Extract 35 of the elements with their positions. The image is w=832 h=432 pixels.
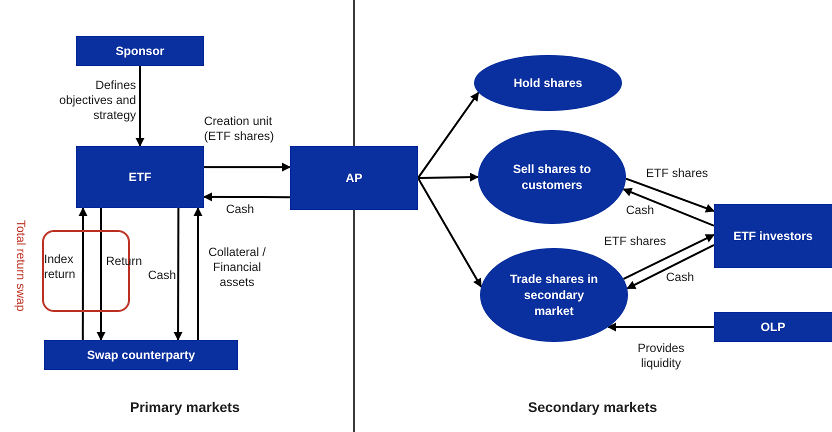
ellipse-node: Trade shares in secondary market xyxy=(480,248,628,342)
process-box: OLP xyxy=(714,312,832,342)
ellipse-node: Sell shares to customers xyxy=(478,130,626,224)
arrow xyxy=(622,188,714,227)
vertical-label: Total return swap xyxy=(14,220,28,312)
arrow xyxy=(626,178,715,212)
process-box: Sponsor xyxy=(76,36,204,66)
arrow xyxy=(78,207,88,340)
edge-label: Collateral / Financial assets xyxy=(207,245,267,290)
process-box: Swap counterparty xyxy=(44,340,238,370)
edge-label: Cash xyxy=(666,270,696,285)
arrow xyxy=(417,92,480,179)
edge-label: Provides liquidity xyxy=(636,341,686,371)
edge-label: Creation unit (ETF shares) xyxy=(204,114,276,144)
arrow xyxy=(203,192,290,202)
arrow xyxy=(626,244,714,290)
edge-label: ETF shares xyxy=(604,234,668,249)
process-box: ETF xyxy=(76,146,204,208)
arrow xyxy=(607,322,714,332)
ellipse-node: Hold shares xyxy=(474,55,622,111)
edge-label: Cash xyxy=(626,203,656,218)
edge-label: Index return xyxy=(44,252,76,282)
edge-label: Cash xyxy=(226,202,256,217)
arrow xyxy=(418,172,479,182)
arrow xyxy=(96,208,106,341)
arrow xyxy=(174,208,183,341)
process-box: ETF investors xyxy=(714,204,832,268)
edge-label: Cash xyxy=(146,268,176,283)
arrow xyxy=(204,162,291,172)
edge-label: ETF shares xyxy=(646,166,710,181)
arrow xyxy=(623,234,715,280)
edge-label: Defines objectives and strategy xyxy=(58,78,136,123)
arrow xyxy=(136,66,144,147)
arrow xyxy=(193,207,202,340)
process-box: AP xyxy=(290,146,418,210)
